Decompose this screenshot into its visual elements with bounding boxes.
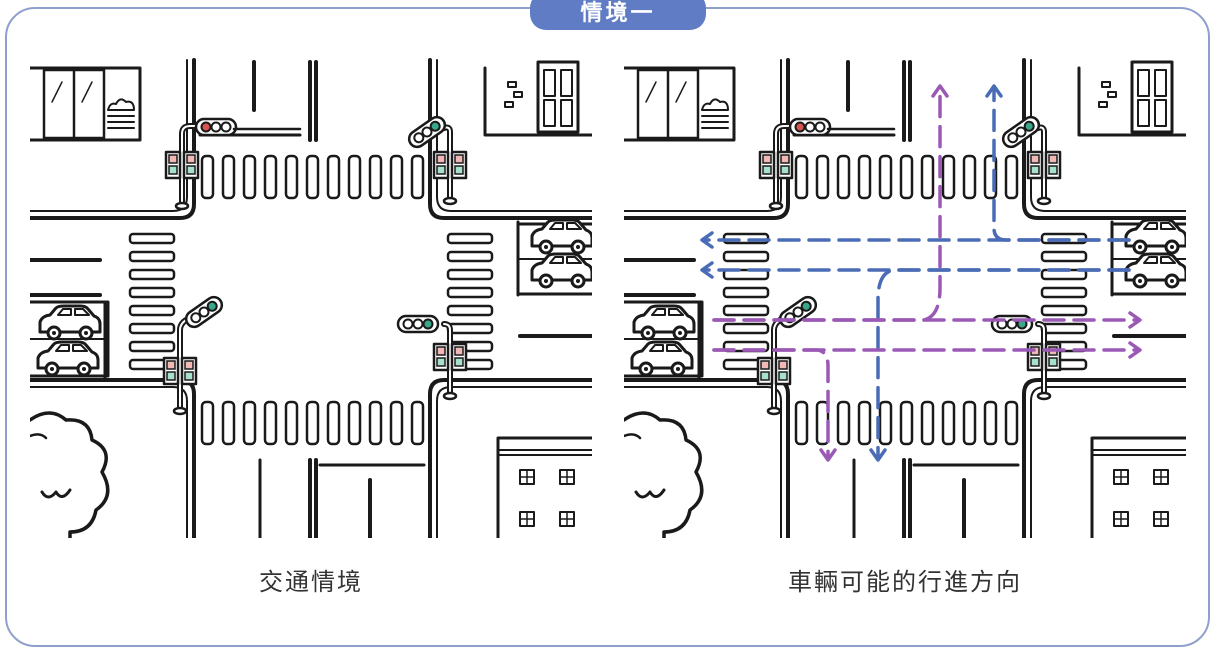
building-icon — [30, 66, 142, 142]
vehicle-directions-illustration — [624, 40, 1186, 538]
curb-line — [428, 58, 592, 220]
arrow-icon — [869, 448, 887, 462]
building-icon — [496, 436, 592, 538]
crosswalk-icon — [794, 154, 1019, 200]
arrow-icon — [931, 84, 949, 98]
pedestrian-signal-icon — [450, 342, 468, 372]
pedestrian-signal-icon — [164, 150, 182, 180]
car-icon — [530, 252, 592, 289]
pedestrian-signal-icon — [776, 150, 794, 180]
pedestrian-signal-icon — [182, 150, 200, 180]
vehicle-directions-panel — [624, 40, 1186, 538]
car-icon — [630, 340, 694, 377]
pedestrian-signal-icon — [756, 356, 774, 386]
building-icon — [1077, 60, 1186, 137]
arrow-icon — [1128, 341, 1142, 359]
pedestrian-signal-icon — [162, 356, 180, 386]
signal-head-icon — [1001, 115, 1041, 149]
signal-head-icon — [194, 117, 238, 137]
building-icon — [624, 66, 736, 142]
crosswalk-icon — [200, 154, 425, 200]
pedestrian-signal-icon — [450, 150, 468, 180]
arrow-icon — [700, 261, 714, 279]
scene-caption: 交通情境 — [259, 568, 363, 596]
pedestrian-signal-icon — [774, 356, 792, 386]
car-icon — [530, 218, 592, 255]
signal-head-icon — [407, 115, 447, 149]
car-icon — [632, 304, 696, 341]
street-map — [30, 40, 592, 538]
tree-icon — [30, 411, 110, 538]
intersection-scene-panel — [30, 40, 592, 538]
crosswalk-icon — [128, 232, 176, 371]
pedestrian-signal-icon — [180, 356, 198, 386]
curb-line — [30, 58, 196, 220]
traffic-light-icon — [164, 117, 238, 211]
pedestrian-signal-icon — [1044, 150, 1062, 180]
signal-head-icon — [184, 295, 224, 329]
arrow-turn-south — [876, 268, 1131, 460]
curb-line — [624, 58, 790, 220]
curb-line — [1022, 58, 1186, 220]
curb-line — [30, 386, 188, 538]
building-icon — [1090, 436, 1186, 538]
pedestrian-signal-icon — [1026, 150, 1044, 180]
curb-line — [428, 378, 592, 538]
arrow-turn-north-purple — [712, 86, 942, 322]
pedestrian-signal-icon — [1026, 342, 1044, 372]
arrow-icon — [985, 84, 1003, 98]
tree-icon — [624, 411, 704, 538]
directions-caption: 車輛可能的行進方向 — [788, 568, 1022, 596]
scenario-title-tab: 情境一 — [530, 0, 706, 30]
traffic-light-icon — [758, 117, 832, 211]
car-icon — [36, 340, 100, 377]
curb-line — [624, 386, 782, 538]
car-icon — [38, 304, 102, 341]
vehicle-direction-arrows — [700, 84, 1142, 462]
building-icon — [483, 60, 592, 137]
street-map — [624, 40, 1186, 538]
crosswalk-icon — [794, 400, 1019, 446]
curb-line — [1022, 378, 1186, 538]
intersection-scene-illustration — [30, 40, 592, 538]
arrow-icon — [700, 231, 714, 249]
curb-line — [1030, 59, 1186, 212]
pedestrian-signal-icon — [432, 342, 450, 372]
traffic-light-icon — [396, 314, 468, 401]
arrow-turn-south-purple — [712, 348, 830, 460]
arrow-icon — [1128, 311, 1142, 329]
pedestrian-signal-icon — [432, 150, 450, 180]
crosswalk-icon — [200, 400, 425, 446]
car-icon — [1124, 218, 1186, 255]
scenario-card: 情境一 交通情境 車輛可能的行進方向 — [5, 0, 1210, 647]
car-icon — [1124, 252, 1186, 289]
arrow-icon — [819, 448, 837, 462]
signal-head-icon — [396, 314, 440, 334]
curb-line — [436, 59, 592, 212]
traffic-light-icon — [1001, 115, 1062, 206]
arrow-turn-north — [992, 86, 1131, 242]
pedestrian-signal-icon — [758, 150, 776, 180]
pedestrian-signal-icon — [1044, 342, 1062, 372]
traffic-light-icon — [162, 295, 224, 416]
traffic-light-icon — [407, 115, 468, 206]
signal-head-icon — [788, 117, 832, 137]
